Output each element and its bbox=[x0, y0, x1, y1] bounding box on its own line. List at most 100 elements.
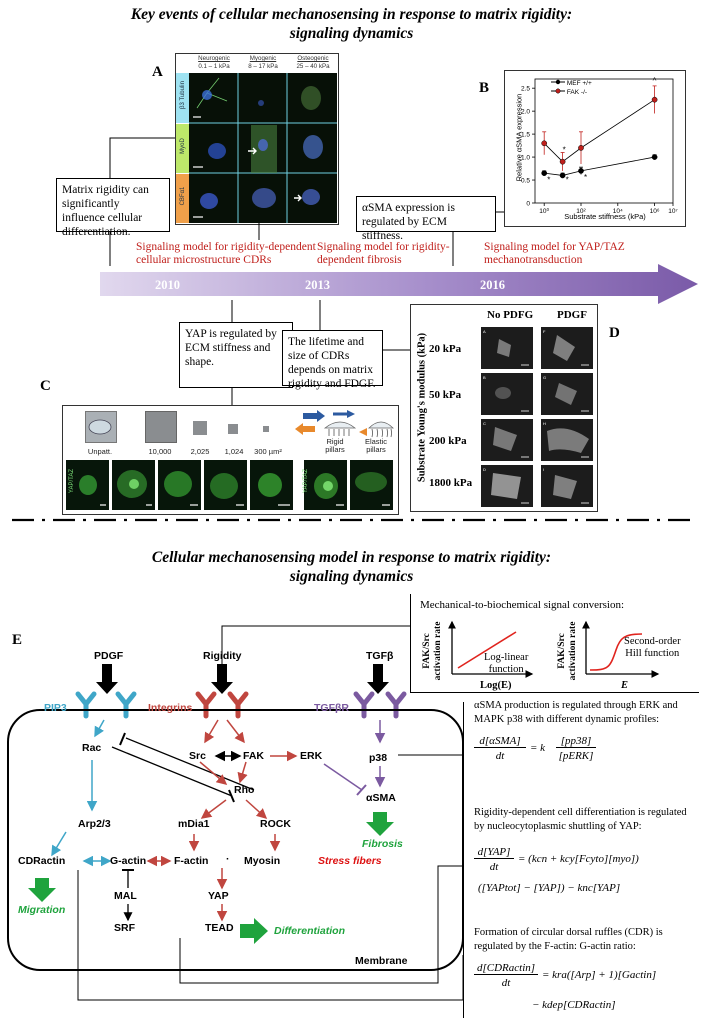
input-pdgf: PDGF bbox=[94, 650, 124, 662]
significance-star: * bbox=[547, 175, 550, 184]
bottom-title-line2: signaling dynamics bbox=[289, 568, 414, 585]
year-2010: 2010 bbox=[155, 278, 180, 292]
data-point bbox=[651, 96, 658, 103]
box-yap-ecm: YAP is regulated by ECM stiffness and sh… bbox=[179, 322, 293, 388]
data-point bbox=[578, 168, 584, 174]
conv-plot1-x: Log(E) bbox=[480, 680, 512, 691]
panel-c-label-unpatt: Unpatt. bbox=[87, 447, 113, 456]
outcome-stress-fibers: Stress fibers bbox=[318, 855, 382, 867]
membrane-label: Membrane bbox=[355, 955, 408, 967]
receptor-pip3: PIP3 bbox=[44, 702, 67, 714]
eq-yap-lhs: d[YAP] bbox=[474, 846, 514, 859]
conv-plot2-label-a: Second-order bbox=[624, 636, 681, 647]
conv-plot2-label-b: Hill function bbox=[625, 648, 680, 659]
panel-c-label-10000: 10,000 bbox=[148, 447, 172, 456]
top-title-line2: signaling dynamics bbox=[289, 25, 414, 42]
significance-star: * bbox=[584, 173, 587, 182]
pillar-elastic-label: Elastic pillars bbox=[364, 437, 388, 454]
eq-yap-rhs1: = (kcn + kcy[Fcyto][myo]) bbox=[518, 853, 639, 865]
year-2016: 2016 bbox=[480, 278, 505, 292]
input-rigidity: Rigidity bbox=[203, 650, 242, 662]
panel-d-letter: D bbox=[609, 325, 620, 341]
box-matrix-rigidity: Matrix rigidity can significantly influe… bbox=[56, 178, 170, 238]
plot-frame bbox=[534, 78, 674, 204]
node-yap: YAP bbox=[208, 890, 229, 902]
svg-text:B: B bbox=[483, 375, 486, 380]
svg-text:A: A bbox=[483, 329, 486, 334]
pillar-rigid-label: Rigid pillars bbox=[325, 437, 345, 454]
conversion-plots bbox=[448, 620, 660, 678]
panel-a-col1-range: 0.1 – 1 kPa bbox=[198, 63, 230, 70]
node-dot: · bbox=[226, 853, 230, 865]
eq-cdr-text: Formation of circular dorsal ruffles (CD… bbox=[474, 927, 663, 952]
top-title-line1: Key events of cellular mechanosensing in… bbox=[130, 6, 573, 23]
significance-caret: ^ bbox=[653, 77, 657, 86]
panel-a-col3-range: 25 – 40 kPa bbox=[296, 63, 330, 70]
panel-a-micrographs bbox=[189, 73, 337, 223]
box-cdr-lifetime: The lifetime and size of CDRs depends on… bbox=[282, 330, 383, 390]
panel-c-label-2025: 2,025 bbox=[190, 447, 210, 456]
y-tick-label: 2.0 bbox=[521, 109, 530, 116]
conversion-box bbox=[410, 594, 699, 693]
conv-plot2-x: E bbox=[621, 680, 629, 691]
y-tick-label: 1.5 bbox=[521, 132, 530, 139]
series-line bbox=[544, 156, 655, 176]
eq-cdr-lhs: d[CDRactin] bbox=[474, 962, 538, 975]
panel-c-label-1024: 1,024 bbox=[224, 447, 244, 456]
outcome-differentiation: Differentiation bbox=[274, 925, 345, 937]
series-line bbox=[543, 99, 655, 163]
conv-plot1-label-b: function bbox=[488, 664, 524, 675]
panel-e-letter: E bbox=[12, 632, 23, 648]
svg-text:D: D bbox=[483, 467, 486, 472]
timeline-label-cdr: Signaling model for rigidity-dependent c… bbox=[136, 241, 316, 266]
data-point bbox=[559, 172, 566, 179]
conversion-title: Mechanical-to-biochemical signal convers… bbox=[420, 599, 625, 611]
node-asma: αSMA bbox=[366, 792, 396, 804]
node-fak: FAK bbox=[243, 750, 264, 762]
eq-asma-den: [pERK] bbox=[558, 750, 594, 762]
eq-yap-dt: dt bbox=[489, 861, 499, 873]
bottom-title-line1: Cellular mechanosensing model in respons… bbox=[151, 549, 552, 566]
timeline-label-fibrosis: Signaling model for rigidity-dependent f… bbox=[317, 241, 450, 266]
outcome-fibrosis: Fibrosis bbox=[362, 838, 403, 850]
significance-star: * bbox=[563, 145, 566, 154]
node-mal: MAL bbox=[114, 890, 137, 902]
svg-text:I: I bbox=[543, 467, 544, 472]
x-tick-label: 10⁶ bbox=[650, 208, 660, 215]
eq-asma-text: αSMA production is regulated through ERK… bbox=[474, 700, 678, 725]
eq-yap-rhs2: ([YAPtot] − [YAP]) − knc[YAP] bbox=[478, 882, 621, 894]
significance-star: * bbox=[566, 175, 569, 184]
node-cdractin: CDRactin bbox=[18, 855, 66, 867]
section-divider bbox=[12, 518, 695, 522]
svg-text:C: C bbox=[483, 421, 486, 426]
input-tgfb: TGFβ bbox=[366, 650, 394, 662]
x-tick-label: 10⁰ bbox=[539, 207, 549, 215]
legend-mef: MEF +/+ bbox=[566, 80, 592, 87]
panel-b-xlabel: Substrate stiffness (kPa) bbox=[564, 212, 646, 221]
eq-asma-num: [pp38] bbox=[556, 735, 596, 748]
timeline-label-yap: Signaling model for YAP/TAZ mechanotrans… bbox=[484, 241, 625, 266]
node-srf: SRF bbox=[114, 922, 135, 934]
eq-asma-dt: dt bbox=[495, 750, 505, 762]
x-tick-label: 10⁴ bbox=[613, 208, 623, 215]
panel-a-letter: A bbox=[152, 64, 163, 80]
data-point bbox=[559, 158, 566, 165]
node-mdia1: mDia1 bbox=[178, 818, 210, 830]
eq-asma-lhs: d[αSMA] bbox=[474, 735, 526, 748]
eq-block-cdr-border bbox=[463, 928, 694, 1018]
eq-block-asma-border bbox=[463, 702, 694, 766]
eq-asma-rhs: = k bbox=[530, 742, 546, 754]
eq-block-yap-border bbox=[463, 808, 694, 898]
panel-d-col1: No PDFG bbox=[487, 309, 534, 321]
eq-cdr-dt: dt bbox=[501, 977, 511, 989]
data-point bbox=[651, 154, 658, 160]
node-arp23: Arp2/3 bbox=[78, 818, 111, 830]
receptor-integrins: Integrins bbox=[148, 702, 193, 714]
y-tick-label: 0 bbox=[526, 201, 530, 208]
timeline-arrow bbox=[100, 264, 698, 304]
box-asma-ecm: αSMA expression is regulated by ECM stif… bbox=[356, 196, 496, 242]
